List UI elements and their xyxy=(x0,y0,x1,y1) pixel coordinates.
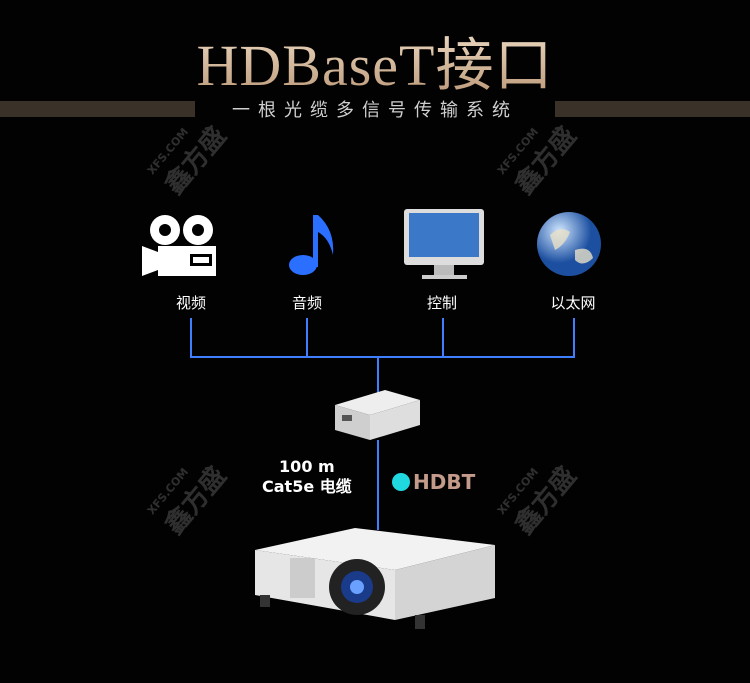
globe-icon xyxy=(537,212,601,276)
subtitle: 一根光缆多信号传输系统 xyxy=(232,100,518,121)
bus-line xyxy=(190,356,575,358)
divider-right xyxy=(555,101,750,117)
source-label-ethernet: 以太网 xyxy=(550,294,596,312)
divider-left xyxy=(0,101,195,117)
computer-monitor-icon xyxy=(404,209,484,279)
connector-line xyxy=(377,440,379,530)
projector-image xyxy=(255,528,495,629)
connector-line xyxy=(573,318,575,358)
transmitter-box-icon xyxy=(335,390,420,440)
music-note-icon xyxy=(289,215,334,275)
page-title: HDBaseT接口 xyxy=(0,18,750,102)
source-label-audio: 音频 xyxy=(291,294,322,312)
connector-line xyxy=(377,356,379,396)
connector-line xyxy=(442,318,444,358)
hdbaset-logo: HDBT xyxy=(392,470,475,494)
source-label-video: 视频 xyxy=(175,294,206,312)
source-label-control: 控制 xyxy=(426,294,457,312)
film-camera-icon xyxy=(142,215,216,276)
connector-line xyxy=(190,318,192,358)
connector-line xyxy=(306,318,308,358)
